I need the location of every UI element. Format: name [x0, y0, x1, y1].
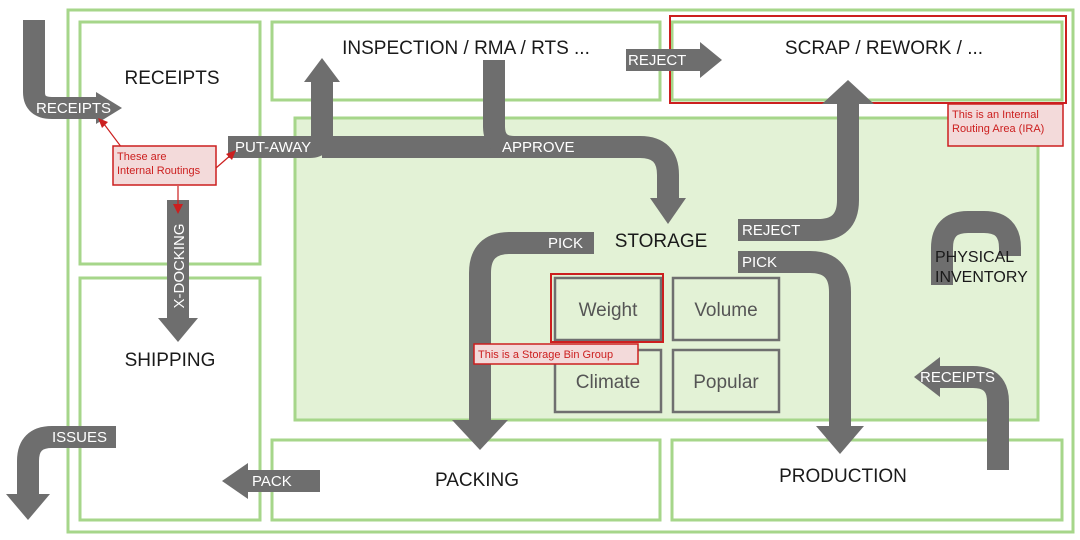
approve-arrowhead	[650, 198, 686, 224]
callout-internal-routings	[112, 145, 217, 186]
callout-bin-group-text: This is a Storage Bin Group	[478, 349, 613, 361]
callout-head-putaway	[226, 150, 236, 160]
inspection-down-arrow	[483, 60, 515, 158]
callout-internal-routings-line2: Internal Routings	[117, 165, 201, 177]
approve-arrow	[322, 136, 679, 198]
receipts-right-arrowhead	[914, 357, 940, 397]
production-area-label: PRODUCTION	[779, 466, 907, 487]
reject-top-label: REJECT	[628, 52, 686, 69]
issues-arrow	[17, 426, 116, 494]
receipts-in-arrowhead	[96, 92, 122, 124]
callout-ira-line1: This is an Internal	[952, 109, 1039, 121]
warehouse-boundary	[66, 8, 1075, 534]
bin-volume	[671, 276, 781, 342]
pick-left-arrow	[469, 232, 594, 422]
pack-arrowhead	[222, 463, 248, 499]
packing-area-label: PACKING	[435, 470, 519, 491]
pack-label: PACK	[252, 473, 292, 490]
bin-weight	[553, 276, 663, 342]
bin-volume-label: Volume	[694, 300, 757, 321]
shipping-area-label: SHIPPING	[125, 350, 216, 371]
bin-weight-label: Weight	[579, 300, 639, 321]
receipts-in-arrow	[23, 20, 96, 119]
scrap-area-label: SCRAP / REWORK / ...	[785, 38, 983, 59]
inventory-label: INVENTORY	[935, 269, 1028, 286]
issues-label: ISSUES	[52, 429, 107, 446]
receipts-area-label: RECEIPTS	[124, 68, 219, 89]
storage-area-label: STORAGE	[615, 231, 708, 252]
physical-inventory-loop	[931, 211, 1021, 285]
receipts-right-arrow	[940, 366, 1009, 470]
callout-ira-line2: Routing Area (IRA)	[952, 123, 1044, 135]
bin-popular	[671, 348, 781, 414]
pick-left-label: PICK	[548, 235, 583, 252]
bin-popular-label: Popular	[693, 372, 759, 393]
pick-right-arrowhead	[816, 426, 864, 454]
reject-top-arrowhead	[700, 42, 722, 78]
inspection-area-label: INSPECTION / RMA / RTS ...	[342, 38, 590, 59]
reject-storage-label: REJECT	[742, 222, 800, 239]
callout-head-receipts	[98, 118, 108, 128]
bin-climate-label: Climate	[576, 372, 640, 393]
x-docking-arrowhead	[158, 318, 198, 342]
reject-storage-arrow	[738, 102, 859, 241]
callout-bin-group	[473, 343, 639, 365]
x-docking-label: X-DOCKING	[171, 223, 188, 308]
pick-right-arrow	[738, 251, 851, 428]
put-away-label: PUT-AWAY	[235, 139, 311, 156]
callout-line-receipts	[103, 123, 123, 149]
physical-label: PHYSICAL	[935, 249, 1014, 266]
issues-arrowhead	[6, 494, 50, 520]
receipts-in-label: RECEIPTS	[36, 100, 111, 117]
callout-internal-routings-line1: These are	[117, 151, 167, 163]
callout-head-xdocking	[173, 204, 183, 214]
scrap-area	[670, 20, 1064, 102]
callout-ira	[947, 103, 1064, 147]
put-away-arrow	[228, 80, 333, 158]
put-away-arrowhead	[304, 58, 340, 82]
inspection-area	[270, 20, 662, 102]
reject-storage-arrowhead	[822, 80, 874, 104]
pick-left-arrowhead	[452, 420, 508, 450]
receipts-right-label: RECEIPTS	[920, 369, 995, 386]
bin-group-highlight	[550, 273, 664, 343]
pick-right-label: PICK	[742, 254, 777, 271]
approve-label: APPROVE	[502, 139, 575, 156]
